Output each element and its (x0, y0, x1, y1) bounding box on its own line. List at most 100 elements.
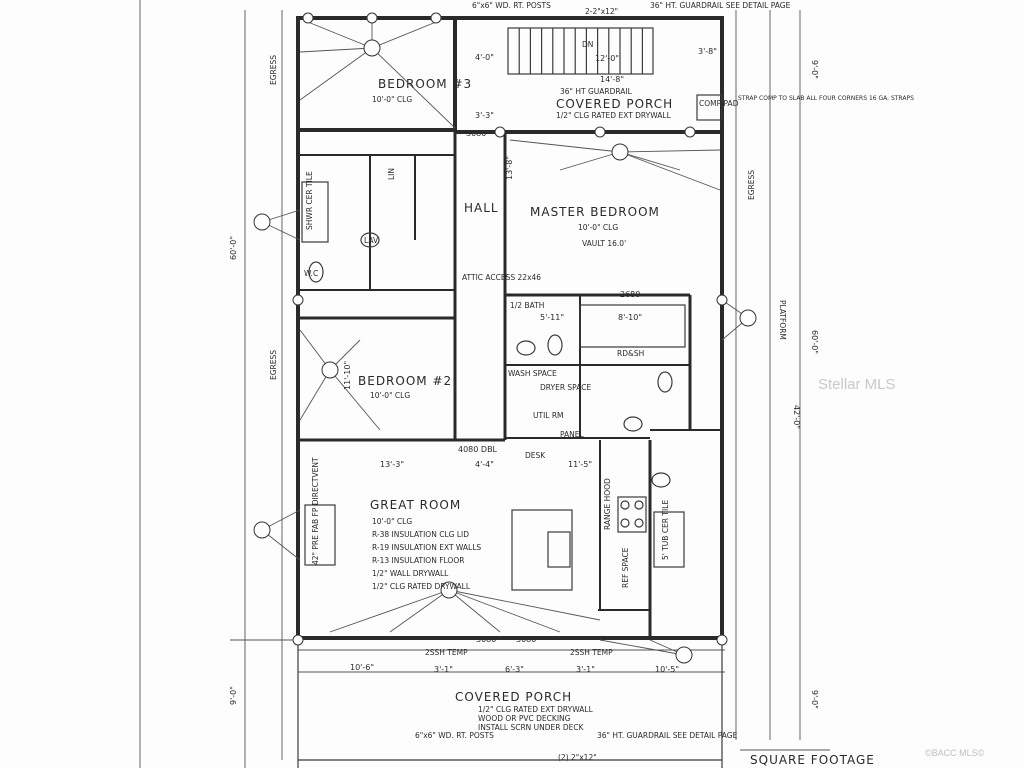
switch-wire (307, 21, 373, 49)
exterior-walls (296, 16, 724, 768)
light-fixture-icon (684, 126, 696, 138)
switch-symbol-icon (739, 309, 757, 327)
light-fixture-icon (594, 126, 606, 138)
guardrail-36-note: 36" HT GUARDRAIL (560, 87, 633, 96)
covered-porch-top-note: 1/2" CLG RATED EXT DRYWALL (556, 111, 672, 120)
master-vault: VAULT 16.0' (582, 239, 626, 248)
range-hood-label: RANGE HOOD (603, 478, 612, 530)
light-fixture-icon (716, 294, 728, 306)
interior-walls (298, 132, 722, 638)
light-fixture-icon (430, 12, 442, 24)
master-ceiling: 10'-0" CLG (578, 223, 618, 232)
dim-10-6: 10'-6" (350, 663, 374, 672)
panel-label: PANEL (560, 430, 585, 439)
bacc-mls-watermark: ©BACC MLS© (925, 748, 985, 758)
watermarks: Stellar MLS ©BACC MLS© (818, 376, 985, 758)
switch-symbol-icon (253, 213, 271, 231)
wash-space-label: WASH SPACE (508, 369, 557, 378)
room-note: R-38 INSULATION CLG LID (372, 530, 469, 539)
great-room-label: GREAT ROOM (370, 498, 461, 512)
light-fixture-icon (302, 12, 314, 24)
comp-pad (696, 94, 723, 121)
dim-porch-bottom-right: 9'-0" (810, 690, 819, 709)
dim-10-5: 10'-5" (655, 665, 679, 674)
bedroom2-label: BEDROOM #2 (358, 374, 452, 388)
dryer-space-label: DRYER SPACE (540, 383, 591, 392)
bedroom3-label: BEDROOM #3 (378, 77, 472, 91)
notes: 6"x6" WD. RT. POSTS 2-2"x12" 36" HT. GUA… (269, 1, 914, 767)
switch-wire (329, 589, 450, 633)
switch-wire (559, 151, 621, 171)
kitchen-sink (547, 531, 571, 568)
room-note: WOOD OR PVC DECKING (478, 714, 571, 723)
door-3080-b: 3080 (476, 635, 496, 644)
posts-top-note: 6"x6" WD. RT. POSTS (472, 1, 551, 10)
dim-3-3: 3'-3" (475, 111, 494, 120)
bathtub (653, 511, 685, 568)
switch-wire (329, 369, 381, 431)
switch-wire (299, 369, 331, 421)
fireplace (304, 504, 336, 566)
switch-wire (389, 589, 450, 633)
master-bedroom-label: MASTER BEDROOM (530, 205, 660, 219)
switch-wire (599, 639, 685, 656)
switch-wire (371, 21, 437, 49)
light-fixture-icon (716, 634, 728, 646)
square-footage-label: SQUARE FOOTAGE (750, 753, 875, 767)
bedroom2-ceiling: 10'-0" CLG (370, 391, 410, 400)
linen-label: LIN (387, 168, 396, 180)
switch-wire (619, 151, 681, 171)
dimension-lines (139, 0, 830, 768)
light-fixture-icon (494, 126, 506, 138)
dim-3-8: 3'-8" (698, 47, 717, 56)
egress-note-3: EGRESS (747, 170, 756, 200)
wc-label: W.C (304, 269, 318, 278)
covered-porch-top-label: COVERED PORCH (556, 97, 673, 111)
dim-3-1-a: 3'-1" (434, 665, 453, 674)
platform-label: PLATFORM (778, 300, 787, 340)
posts-bottom-note: 6"x6" WD. RT. POSTS (415, 731, 494, 740)
guardrail-top-note: 36" HT. GUARDRAIL SEE DETAIL PAGE (650, 1, 791, 10)
room-note: 1/2" WALL DRYWALL (372, 569, 449, 578)
dim-3-1-b: 3'-1" (576, 665, 595, 674)
egress-note-1: EGRESS (269, 55, 278, 85)
door-3080-c: 3080 (516, 635, 536, 644)
switch-wire (299, 47, 373, 101)
dim-width-right: 42'-0" (792, 405, 801, 429)
room-note: 1/2" CLG RATED EXT DRYWALL (478, 705, 594, 714)
temp-note-2: 2SSH TEMP (570, 648, 613, 657)
dim-13-8: 13'-8" (505, 156, 514, 180)
switch-wire (448, 589, 561, 633)
light-fixture-icon (292, 294, 304, 306)
rdsh-label: RD&SH (617, 349, 644, 358)
dim-11-10: 11'-10" (343, 361, 352, 390)
beam-top-note: 2-2"x12" (585, 7, 618, 16)
room-note: 10'-0" CLG (372, 517, 412, 526)
range (617, 496, 647, 533)
shower (301, 181, 329, 243)
dim-13-3: 13'-3" (380, 460, 404, 469)
dim-5-11: 5'-11" (540, 313, 564, 322)
switch-symbol-icon (321, 361, 339, 379)
toilet (308, 261, 324, 283)
utility-room-label: UTIL RM (533, 411, 564, 420)
tub-label: 5' TUB CER TILE (661, 500, 670, 560)
lav-label: LAV (364, 236, 379, 245)
switch-symbol-icon (253, 521, 271, 539)
comp-pad-label: COMP PAD (699, 99, 739, 108)
dim-4-0: 4'-0" (475, 53, 494, 62)
switch-symbol-icon (363, 39, 381, 57)
dim-stair-run: 12'-0" (595, 54, 619, 63)
switch-wire (448, 589, 501, 633)
dim-porch-top: 9'-0" (810, 60, 819, 79)
room-note: R-19 INSULATION EXT WALLS (372, 543, 481, 552)
dim-11-5: 11'-5" (568, 460, 592, 469)
platform (579, 304, 686, 348)
desk-label: DESK (525, 451, 546, 460)
shower-label: SHWR CER TILE (305, 171, 314, 230)
room-note: 1/2" CLG RATED DRYWALL (372, 582, 471, 591)
switch-wire (619, 151, 721, 191)
dim-stair-total: 14'-8" (600, 75, 624, 84)
